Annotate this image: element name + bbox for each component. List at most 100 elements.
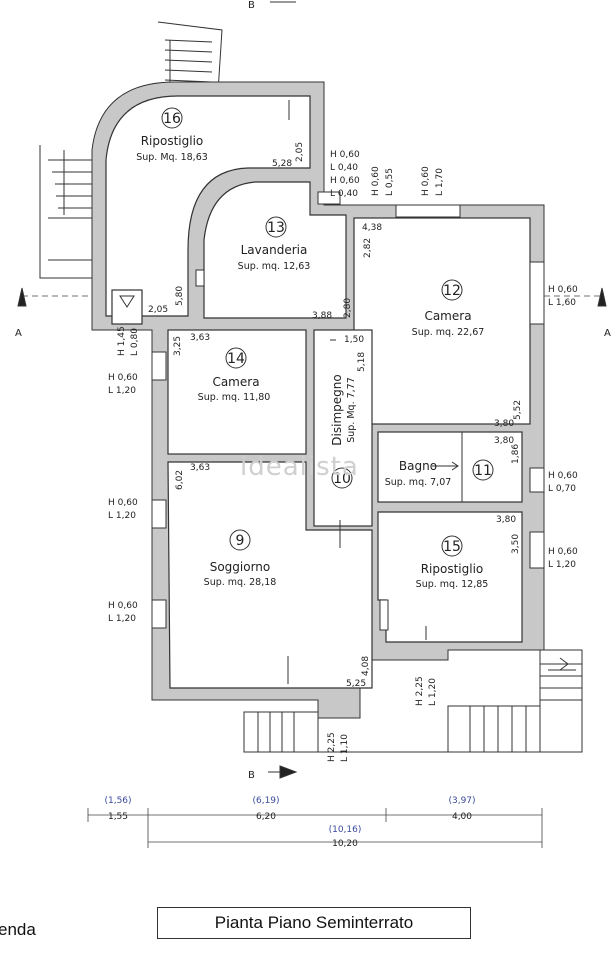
svg-text:H 0,60: H 0,60 (548, 471, 578, 481)
section-arrows (17, 1, 607, 779)
svg-text:H 0,60: H 0,60 (108, 601, 138, 611)
svg-text:1,55: 1,55 (108, 812, 128, 822)
svg-text:2,80: 2,80 (343, 298, 353, 318)
room-11: Bagno Sup. mq. 7,07 11 (385, 459, 494, 488)
room-surface: Sup. Mq. 18,63 (136, 152, 208, 163)
svg-text:1,50: 1,50 (344, 335, 364, 345)
svg-text:H 2,25: H 2,25 (415, 676, 425, 706)
svg-text:L 1,20: L 1,20 (108, 614, 136, 624)
room-10-floor (313, 329, 373, 527)
room-12: 12 Camera Sup. mq. 22,67 (412, 279, 485, 338)
room-name: Soggiorno (210, 560, 271, 574)
room-surface: Sup. Mq. 7,77 (346, 377, 357, 443)
room-13: 13 Lavanderia Sup. mq. 12,63 (238, 216, 311, 272)
room-number: 15 (443, 539, 461, 555)
svg-text:5,25: 5,25 (346, 679, 366, 689)
svg-text:H 0,60: H 0,60 (421, 166, 431, 196)
plan-title: Pianta Piano Seminterrato (157, 907, 471, 939)
svg-text:1,86: 1,86 (511, 444, 521, 464)
svg-text:3,80: 3,80 (494, 419, 514, 429)
svg-text:4,08: 4,08 (361, 656, 371, 676)
room-name: Camera (212, 375, 259, 389)
svg-text:2,05: 2,05 (295, 142, 305, 162)
svg-text:L 0,40: L 0,40 (330, 189, 358, 199)
section-a-left: A (15, 328, 22, 339)
watermark: idealista (240, 452, 359, 482)
svg-text:2,82: 2,82 (363, 238, 373, 258)
svg-text:6,20: 6,20 (256, 812, 276, 822)
svg-text:3,80: 3,80 (494, 436, 514, 446)
svg-text:L 1,60: L 1,60 (548, 298, 576, 308)
svg-text:3,80: 3,80 (496, 515, 516, 525)
svg-text:3,88: 3,88 (312, 311, 332, 321)
room-9-floor (167, 461, 373, 689)
windows (151, 191, 545, 629)
svg-text:L 1,10: L 1,10 (340, 734, 350, 762)
bottom-dimension-chain: (1,56) 1,55 (6,19) 6,20 (3,97) 4,00 (10,… (87, 796, 543, 849)
room-number: 14 (227, 351, 245, 367)
room-number: 16 (163, 111, 181, 127)
svg-text:L 0,70: L 0,70 (548, 484, 576, 494)
stairs-top (157, 21, 223, 93)
room-name: Ripostiglio (141, 134, 204, 148)
svg-text:5,28: 5,28 (272, 159, 292, 169)
svg-text:H 0,60: H 0,60 (330, 176, 360, 186)
room-16: 16 Ripostiglio Sup. Mq. 18,63 (136, 107, 208, 163)
svg-text:L 0,80: L 0,80 (130, 328, 140, 356)
room-name: Disimpegno (330, 374, 344, 445)
room-surface: Sup. mq. 11,80 (198, 392, 271, 403)
svg-text:3,25: 3,25 (173, 336, 183, 356)
svg-text:6,02: 6,02 (175, 470, 185, 490)
room-surface: Sup. mq. 22,67 (412, 327, 485, 338)
svg-text:H 1,45: H 1,45 (117, 326, 127, 356)
room-14-floor (167, 329, 307, 455)
svg-text:(6,19): (6,19) (252, 796, 279, 806)
room-name: Lavanderia (241, 243, 308, 257)
svg-text:4,00: 4,00 (452, 812, 472, 822)
room-surface: Sup. mq. 12,63 (238, 261, 311, 272)
svg-text:L 1,20: L 1,20 (108, 511, 136, 521)
room-13-floor (203, 181, 347, 319)
legend-fragment: enda (0, 920, 36, 939)
room-number: 12 (443, 283, 461, 299)
svg-text:5,52: 5,52 (513, 400, 523, 420)
room-15-floor (377, 511, 523, 643)
svg-text:L 0,55: L 0,55 (385, 168, 395, 196)
room-surface: Sup. mq. 7,07 (385, 477, 452, 488)
room-number: 13 (267, 220, 285, 236)
svg-text:(1,56): (1,56) (104, 796, 131, 806)
section-b-top: B (248, 0, 255, 11)
room-9: 9 Soggiorno Sup. mq. 28,18 (204, 529, 277, 588)
svg-text:H 0,60: H 0,60 (548, 285, 578, 295)
room-surface: Sup. mq. 28,18 (204, 577, 277, 588)
room-15: 15 Ripostiglio Sup. mq. 12,85 (416, 535, 488, 590)
stairs-bottom-left (243, 711, 582, 753)
svg-text:(10,16): (10,16) (329, 825, 362, 835)
room-number: 9 (236, 533, 245, 549)
svg-text:L 1,70: L 1,70 (435, 168, 445, 196)
svg-text:4,38: 4,38 (362, 223, 382, 233)
svg-text:H 2,25: H 2,25 (327, 732, 337, 762)
room-14: 14 Camera Sup. mq. 11,80 (198, 347, 271, 403)
room-11-bagno-floor (377, 431, 523, 503)
section-b-bottom: B (248, 770, 255, 781)
room-number: 11 (474, 463, 492, 479)
svg-text:10,20: 10,20 (332, 839, 358, 849)
room-number: 10 (333, 471, 351, 487)
room-16-floor (105, 95, 311, 317)
svg-text:L 1,20: L 1,20 (548, 560, 576, 570)
dimension-labels: 2,05 5,28 5,80 2,05 4,38 2,82 3,88 2,80 … (148, 142, 523, 689)
svg-text:L 0,40: L 0,40 (330, 163, 358, 173)
svg-text:H 0,60: H 0,60 (371, 166, 381, 196)
svg-text:H 0,60: H 0,60 (548, 547, 578, 557)
door-marks (195, 100, 459, 684)
section-a-right: A (604, 328, 611, 339)
room-name: Bagno (399, 459, 437, 473)
room-10: Disimpegno Sup. Mq. 7,77 10 (330, 374, 357, 489)
svg-text:5,80: 5,80 (175, 286, 185, 306)
svg-text:L 1,20: L 1,20 (428, 678, 438, 706)
svg-text:H 0,60: H 0,60 (108, 498, 138, 508)
svg-text:L 1,20: L 1,20 (108, 386, 136, 396)
stairs-bottom-right (447, 649, 583, 753)
svg-text:3,50: 3,50 (511, 534, 521, 554)
